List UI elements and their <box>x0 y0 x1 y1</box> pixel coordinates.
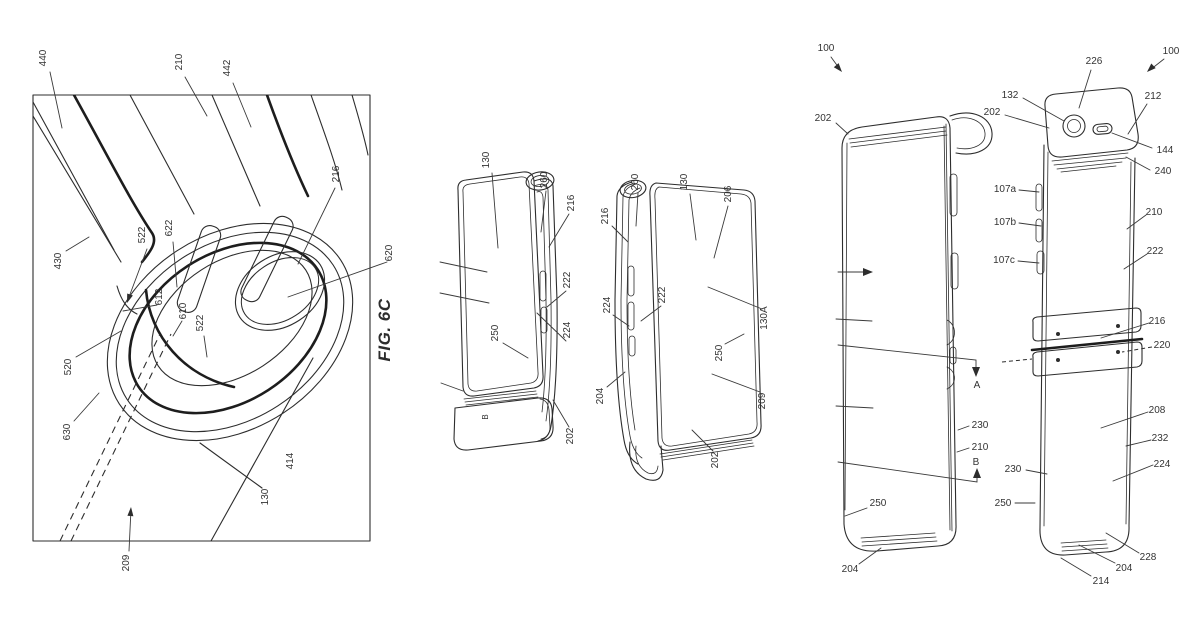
ref-label-630: 630 <box>62 423 73 440</box>
ref-label-226: 226 <box>1086 56 1103 67</box>
ref-label-107a: 107a <box>994 184 1017 195</box>
ref-label-210: 210 <box>972 442 989 453</box>
ref-label-522b: 522 <box>195 314 206 331</box>
ref-label-260: 260 <box>630 173 641 190</box>
folded-left-body: B <box>454 170 557 450</box>
ref-label-130: 130 <box>481 151 492 168</box>
open-device-back: 226 100 132 202 212 144 240 107a 107b 10… <box>984 46 1180 587</box>
camera-lens-icon <box>1063 115 1085 137</box>
ref-label-224: 224 <box>602 296 613 313</box>
ref-label-202: 202 <box>984 107 1001 118</box>
ref-label-100: 100 <box>1163 46 1180 57</box>
ref-label-430: 430 <box>53 252 64 269</box>
ref-label-224: 224 <box>1154 459 1171 470</box>
ref-label-204: 204 <box>842 564 859 575</box>
folded-right-leaders <box>607 193 762 451</box>
ref-label-216: 216 <box>600 207 611 224</box>
ref-label-230: 230 <box>972 420 989 431</box>
ref-label-209: 209 <box>121 554 132 571</box>
ref-label-520: 520 <box>63 358 74 375</box>
ref-label-230: 230 <box>1005 464 1022 475</box>
ref-label-228: 228 <box>1140 552 1157 563</box>
front-labels: 100 202 230 210 250 204 <box>815 43 989 575</box>
ref-label-224: 224 <box>562 321 573 338</box>
back-body <box>1002 88 1142 555</box>
ref-label-209: 209 <box>757 392 768 409</box>
ref-label-216: 216 <box>331 165 342 182</box>
ref-label-204: 204 <box>595 387 606 404</box>
folded-device-right: 216 260 130 206 224 222 130A 250 209 204… <box>595 173 770 480</box>
ref-label-232: 232 <box>1152 433 1169 444</box>
ref-label-210: 210 <box>174 53 185 70</box>
front-body <box>836 113 992 551</box>
ref-label-202: 202 <box>815 113 832 124</box>
ref-label-130a: 130A <box>759 306 770 330</box>
section-label-b: B <box>973 457 980 468</box>
ref-label-216: 216 <box>1149 316 1166 327</box>
ref-label-250: 250 <box>714 344 725 361</box>
flash-icon <box>1093 123 1113 135</box>
ref-label-214: 214 <box>1093 576 1110 587</box>
ref-label-250: 250 <box>870 498 887 509</box>
hinge-band-top <box>1033 308 1141 341</box>
ref-label-440: 440 <box>38 49 49 66</box>
fig6c-linework <box>33 95 394 541</box>
back-leaders <box>1005 59 1164 576</box>
ref-label-622: 622 <box>164 219 175 236</box>
ref-label-206: 206 <box>723 185 734 202</box>
ref-label-107c: 107c <box>993 255 1015 266</box>
ref-label-208: 208 <box>1149 405 1166 416</box>
folded-right-body <box>615 178 761 480</box>
ref-label-222: 222 <box>657 286 668 303</box>
section-label-a: A <box>974 380 981 391</box>
ref-label-204: 204 <box>1116 563 1133 574</box>
ref-label-130: 130 <box>260 488 271 505</box>
folded-left-labels: 130 260 216 222 224 250 202 <box>481 151 577 444</box>
folded-device-left: B 130 260 216 222 224 250 202 <box>440 151 577 450</box>
folded-chin <box>454 398 553 450</box>
ref-label-414: 414 <box>285 452 296 469</box>
ref-label-100: 100 <box>818 43 835 54</box>
side-button-107b <box>1036 219 1042 242</box>
ref-label-522a: 522 <box>137 226 148 243</box>
side-button <box>628 266 634 296</box>
fig6c-hinge-detail: 440 210 442 216 620 430 522 622 612 610 … <box>33 49 395 571</box>
ref-label-132: 132 <box>1002 90 1019 101</box>
back-labels: 226 100 132 202 212 144 240 107a 107b 10… <box>984 46 1180 587</box>
section-lines: A B <box>838 345 981 482</box>
ref-label-250: 250 <box>995 498 1012 509</box>
open-device-front: A B 100 202 230 210 250 204 <box>815 43 992 575</box>
ref-label-202: 202 <box>565 427 576 444</box>
ref-label-260: 260 <box>539 171 550 188</box>
ref-label-144: 144 <box>1157 145 1174 156</box>
figure-title: FIG. 6C <box>375 298 394 361</box>
ref-label-240: 240 <box>1155 166 1172 177</box>
side-button <box>629 336 635 356</box>
ref-label-250: 250 <box>490 324 501 341</box>
ref-label-210: 210 <box>1146 207 1163 218</box>
device-mark-b: B <box>481 414 490 419</box>
ref-label-202: 202 <box>710 451 721 468</box>
ref-label-220: 220 <box>1154 340 1171 351</box>
folded-left-leaders <box>440 173 569 427</box>
ref-label-212: 212 <box>1145 91 1162 102</box>
camera-module <box>1045 88 1138 157</box>
ref-label-107b: 107b <box>994 217 1017 228</box>
ref-label-222: 222 <box>1147 246 1164 257</box>
ref-label-130: 130 <box>679 173 690 190</box>
ref-label-620: 620 <box>384 244 395 261</box>
ref-label-216: 216 <box>566 194 577 211</box>
ref-label-610: 610 <box>178 302 189 319</box>
ref-label-612: 612 <box>154 288 165 305</box>
ref-label-442: 442 <box>222 59 233 76</box>
ref-label-222: 222 <box>562 271 573 288</box>
side-button-107a <box>1036 184 1042 211</box>
